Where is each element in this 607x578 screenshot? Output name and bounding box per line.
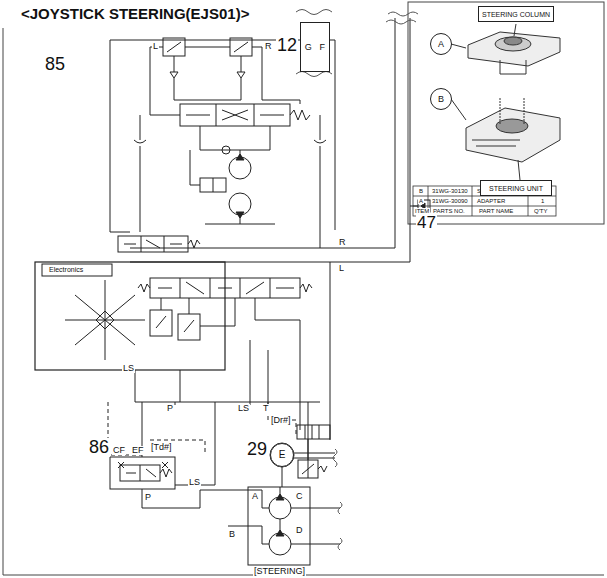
name-box: STEERING COLUMN (478, 6, 554, 22)
port-letter: EF (131, 446, 145, 455)
table-cell: ITEM (414, 208, 430, 214)
callout-number: 47 (416, 214, 437, 232)
node-text: A (438, 40, 444, 49)
callout-number: 12 (276, 36, 298, 55)
panel-tag: Electronics (48, 266, 84, 273)
table-cell: ADAPTER (476, 198, 506, 204)
table-cell: A (418, 198, 424, 204)
motor-circle: E (270, 443, 294, 467)
callout-number: 86 (88, 438, 110, 457)
table-cell: PART NAME (478, 208, 514, 214)
port-letter: R (338, 238, 347, 247)
port-letter: P (166, 404, 174, 413)
callout-number: 85 (44, 55, 66, 74)
node-text: G (305, 43, 312, 52)
table-cell: Q'TY (533, 208, 548, 214)
callout-number: 29 (246, 440, 268, 459)
node-text: STEERING COLUMN (482, 11, 550, 18)
group-tag: [STEERING] (253, 567, 306, 576)
table-cell: 31WG-30090 (431, 198, 469, 204)
port-letter: P (144, 493, 152, 502)
table-cell: 1 (540, 198, 545, 204)
port-letter: L (338, 264, 345, 273)
port-letter: L (152, 42, 159, 51)
port-letter: LS (188, 478, 201, 487)
item-circle: A (430, 33, 452, 55)
item-circle: B (430, 88, 452, 110)
table-cell: B (418, 188, 424, 194)
table-cell: PARTS NO. (432, 208, 466, 214)
node-text: STEERING UNIT (489, 185, 543, 192)
drain-tag: [Dr#] (270, 416, 292, 425)
component-box: GF (300, 22, 330, 72)
port-letter: B (228, 530, 236, 539)
diagram-title: <JOYSTICK STEERING(EJS01)> (20, 6, 250, 22)
port-letter: R (264, 42, 273, 51)
table-cell: 31WG-30130 (431, 188, 469, 194)
port-letter: T (262, 404, 270, 413)
port-letter: LS (237, 404, 250, 413)
port-letter: D (295, 526, 304, 535)
drain-tag: [Td#] (150, 443, 173, 452)
name-box: STEERING UNIT (480, 180, 552, 196)
port-letter: LS (122, 364, 135, 373)
port-letter: C (295, 492, 304, 501)
node-text: B (438, 95, 444, 104)
node-text: F (320, 43, 326, 52)
port-letter: CF (112, 446, 126, 455)
node-text: E (279, 450, 286, 460)
port-letter: A (251, 492, 259, 501)
